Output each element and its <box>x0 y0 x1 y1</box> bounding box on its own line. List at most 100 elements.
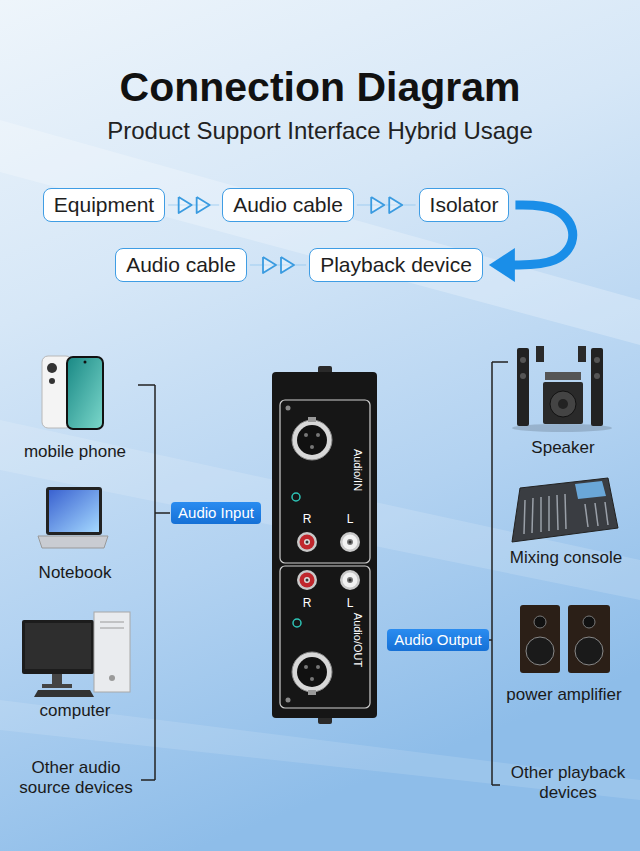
arrow-head <box>489 248 515 282</box>
isolator-device <box>286 406 291 411</box>
isolator-device <box>297 425 327 455</box>
flow-box: Playback device <box>309 248 483 282</box>
mixer-icon <box>585 504 588 527</box>
isolator-device <box>308 417 316 422</box>
computer-icon <box>100 628 124 629</box>
box-text: Playback device <box>320 253 472 277</box>
isolator-device <box>297 657 327 687</box>
mixer-icon <box>524 500 525 534</box>
monitor-speaker-icon <box>575 637 603 665</box>
speaker-icon <box>594 357 600 363</box>
flow-box: Audio cable <box>222 188 354 222</box>
phone-icon <box>66 356 104 430</box>
device-label: Mixing console <box>510 548 622 568</box>
box-text: Isolator <box>430 193 499 217</box>
device-label: Other playback devices <box>498 763 638 804</box>
isolator-device <box>310 445 314 449</box>
mixer-icon <box>595 503 598 526</box>
speaker-icon <box>536 346 544 362</box>
connector-line <box>250 264 306 265</box>
isolator-device <box>292 420 332 460</box>
speaker-icon <box>594 373 600 379</box>
mixer-icon <box>548 496 550 531</box>
bracket-line <box>155 512 170 514</box>
laptop-icon <box>49 490 99 532</box>
speaker-icon <box>512 346 612 432</box>
box-text: Audio Output <box>394 631 482 650</box>
laptop-icon <box>46 487 102 535</box>
mixer-icon <box>512 478 618 542</box>
device-label: computer <box>40 701 111 721</box>
port-label: Audio/OUT <box>350 613 363 667</box>
isolator-device <box>343 535 358 550</box>
computer-icon <box>109 675 115 681</box>
flow-box: Audio cable <box>115 248 247 282</box>
page-title: Connection Diagram <box>120 63 521 112</box>
mixer-icon <box>540 497 542 532</box>
isolator-device <box>272 372 377 718</box>
monitor-speaker-icon <box>583 616 595 628</box>
phone-icon <box>42 356 104 430</box>
mixer-icon <box>532 498 533 533</box>
isolator-device <box>349 541 352 544</box>
computer-icon <box>100 622 124 623</box>
port-tag: Audio Input <box>171 502 261 525</box>
bracket-line <box>138 362 508 785</box>
box-text: Audio cable <box>126 253 236 277</box>
speaker-icon <box>558 399 568 409</box>
bracket-line <box>154 385 156 780</box>
bracket-line <box>138 384 155 386</box>
channel-label: L <box>347 596 354 610</box>
mixer-icon <box>605 502 608 525</box>
phone-icon <box>84 361 87 364</box>
arrow-head <box>281 257 294 273</box>
isolator-device <box>349 579 352 582</box>
arrow-head <box>197 197 210 213</box>
mixer-icon <box>575 481 606 499</box>
mixer-icon <box>557 495 558 530</box>
channel-label: R <box>303 512 312 526</box>
flow-box: Equipment <box>43 188 165 222</box>
monitor-speaker-icon <box>520 605 560 673</box>
monitor-speaker-icon <box>520 605 610 673</box>
bracket-line <box>141 779 155 781</box>
isolator-device <box>286 698 291 703</box>
mixer-icon <box>512 478 618 542</box>
speaker-icon <box>578 346 586 362</box>
flow-connector <box>357 197 416 213</box>
channel-label: L <box>347 512 354 526</box>
speaker-icon <box>543 382 583 424</box>
isolator-device <box>316 665 320 669</box>
box-text: Equipment <box>54 193 154 217</box>
phone-icon <box>47 363 57 373</box>
arrow-head <box>179 197 192 213</box>
isolator-device <box>297 532 317 552</box>
phone-icon <box>68 358 102 428</box>
monitor-speaker-icon <box>534 616 546 628</box>
connector-line <box>357 204 416 205</box>
laptop-icon <box>38 487 108 548</box>
device-label: mobile phone <box>24 442 126 462</box>
channel-label: R <box>303 596 312 610</box>
isolator-device <box>316 433 320 437</box>
device-label: power amplifier <box>506 685 621 705</box>
connector-line <box>511 205 573 265</box>
speaker-icon <box>520 373 526 379</box>
isolator-device <box>280 566 370 708</box>
background <box>0 120 640 345</box>
isolator-device <box>308 690 316 695</box>
computer-icon <box>42 684 72 688</box>
phone-icon <box>49 378 55 384</box>
isolator-device <box>304 665 308 669</box>
isolator-device <box>310 677 314 681</box>
isolator-device <box>280 400 370 563</box>
bracket-line <box>492 784 500 786</box>
isolator-device <box>304 539 310 545</box>
box-text: Audio Input <box>178 504 254 523</box>
isolator-device <box>297 570 317 590</box>
monitor-speaker-icon <box>526 637 554 665</box>
bracket-line <box>491 362 493 785</box>
